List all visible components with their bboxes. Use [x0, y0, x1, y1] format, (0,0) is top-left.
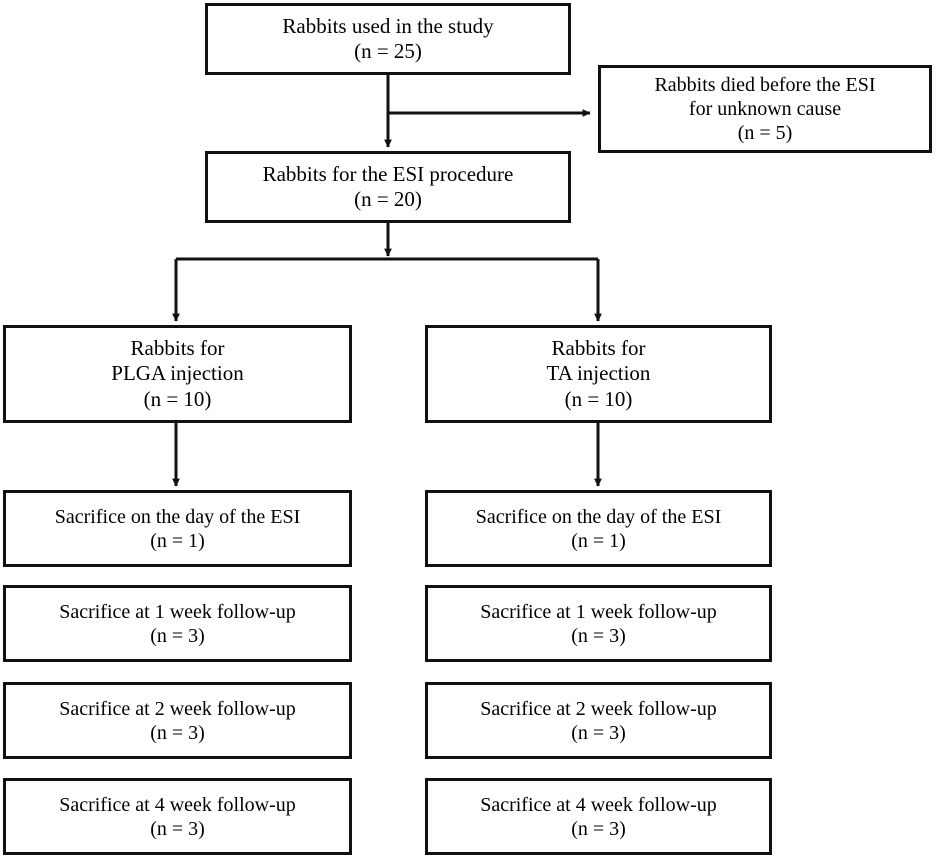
node-ta-line2: TA injection: [546, 361, 651, 386]
node-died-line1: Rabbits died before the ESI: [654, 74, 876, 96]
node-ta-sacrifice-day-of-esi: Sacrifice on the day of the ESI (n = 1): [425, 490, 772, 567]
node-plga-sacrifice-2-week: Sacrifice at 2 week follow-up (n = 3): [3, 682, 352, 759]
node-plga-count: (n = 10): [143, 386, 212, 411]
node-died-line2: for unknown cause: [688, 98, 842, 120]
node-esi-count: (n = 20): [354, 187, 422, 211]
node-ta-count: (n = 10): [564, 386, 633, 411]
outcome-count: (n = 3): [571, 817, 626, 840]
node-plga-line2: PLGA injection: [111, 361, 244, 386]
node-rabbits-enrolled: Rabbits used in the study (n = 25): [205, 3, 571, 75]
node-died-count: (n = 5): [737, 122, 793, 144]
outcome-count: (n = 3): [150, 721, 205, 744]
node-esi-line1: Rabbits for the ESI procedure: [262, 161, 514, 186]
outcome-count: (n = 3): [150, 624, 205, 647]
node-enrolled-count: (n = 25): [354, 39, 422, 63]
outcome-label: Sacrifice at 2 week follow-up: [59, 697, 296, 720]
outcome-count: (n = 3): [571, 624, 626, 647]
outcome-label: Sacrifice at 4 week follow-up: [59, 793, 296, 816]
node-ta-sacrifice-1-week: Sacrifice at 1 week follow-up (n = 3): [425, 585, 772, 662]
outcome-count: (n = 1): [571, 529, 626, 552]
outcome-label: Sacrifice on the day of the ESI: [475, 505, 722, 528]
node-ta-line1: Rabbits for: [551, 336, 646, 361]
node-ta-sacrifice-4-week: Sacrifice at 4 week follow-up (n = 3): [425, 778, 772, 855]
node-ta-injection-arm: Rabbits for TA injection (n = 10): [425, 325, 772, 423]
outcome-count: (n = 3): [571, 721, 626, 744]
outcome-label: Sacrifice at 4 week follow-up: [480, 793, 717, 816]
node-plga-sacrifice-4-week: Sacrifice at 4 week follow-up (n = 3): [3, 778, 352, 855]
outcome-label: Sacrifice on the day of the ESI: [54, 505, 301, 528]
node-plga-sacrifice-day-of-esi: Sacrifice on the day of the ESI (n = 1): [3, 490, 352, 567]
node-plga-injection-arm: Rabbits for PLGA injection (n = 10): [3, 325, 352, 423]
node-rabbits-died-before-esi: Rabbits died before the ESI for unknown …: [598, 65, 932, 153]
node-ta-sacrifice-2-week: Sacrifice at 2 week follow-up (n = 3): [425, 682, 772, 759]
outcome-label: Sacrifice at 1 week follow-up: [59, 600, 296, 623]
outcome-count: (n = 1): [150, 529, 205, 552]
node-rabbits-for-esi-procedure: Rabbits for the ESI procedure (n = 20): [205, 151, 571, 223]
connector-esi-to-arms: [172, 223, 602, 322]
outcome-label: Sacrifice at 1 week follow-up: [480, 600, 717, 623]
node-enrolled-line1: Rabbits used in the study: [282, 13, 494, 38]
outcome-label: Sacrifice at 2 week follow-up: [480, 697, 717, 720]
outcome-count: (n = 3): [150, 817, 205, 840]
node-plga-sacrifice-1-week: Sacrifice at 1 week follow-up (n = 3): [3, 585, 352, 662]
node-plga-line1: Rabbits for: [130, 336, 225, 361]
